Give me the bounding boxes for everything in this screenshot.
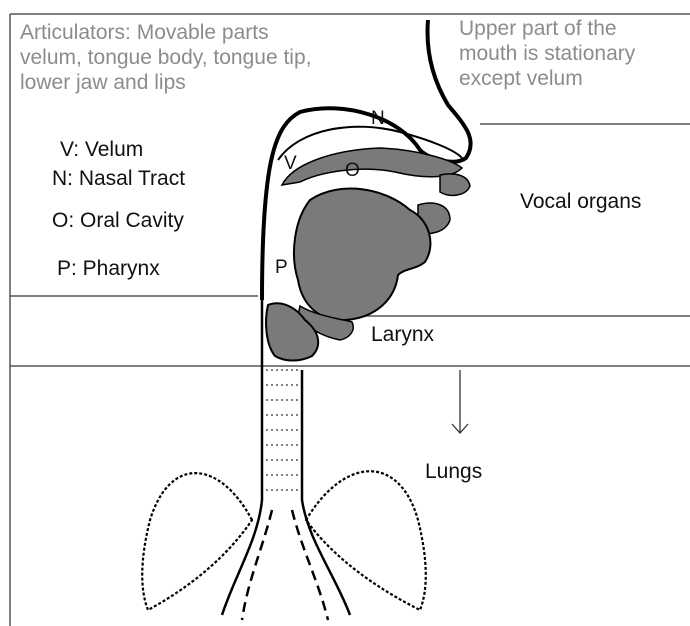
upper-mouth-note: Upper part of the mouth is stationary ex… [459,16,635,91]
velum [282,148,462,185]
upper-note-line-3: except velum [459,66,635,91]
tongue-body [294,189,430,321]
legend-oral-cavity: O: Oral Cavity [52,209,184,233]
trachea-rings [266,370,298,490]
articulators-line-1: Articulators: Movable parts [20,20,311,45]
lungs-label: Lungs [425,460,482,484]
down-arrow-icon [452,370,468,433]
marker-n: N [371,108,385,130]
left-lung [142,473,252,610]
vocal-organs-label: Vocal organs [520,190,641,214]
upper-lip [440,174,470,195]
marker-o: O [345,160,360,182]
right-lung [306,471,426,610]
articulators-line-2: velum, tongue body, tongue tip, [20,45,311,70]
legend-pharynx: P: Pharynx [57,257,160,281]
legend-nasal-tract: N: Nasal Tract [52,167,185,191]
larynx-label: Larynx [371,323,434,347]
marker-v: V [284,153,297,175]
articulators-line-3: lower jaw and lips [20,70,311,95]
upper-note-line-1: Upper part of the [459,16,635,41]
articulators-note: Articulators: Movable parts velum, tongu… [20,20,311,95]
marker-p: P [275,257,288,279]
legend-velum: V: Velum [60,138,143,162]
upper-note-line-2: mouth is stationary [459,41,635,66]
